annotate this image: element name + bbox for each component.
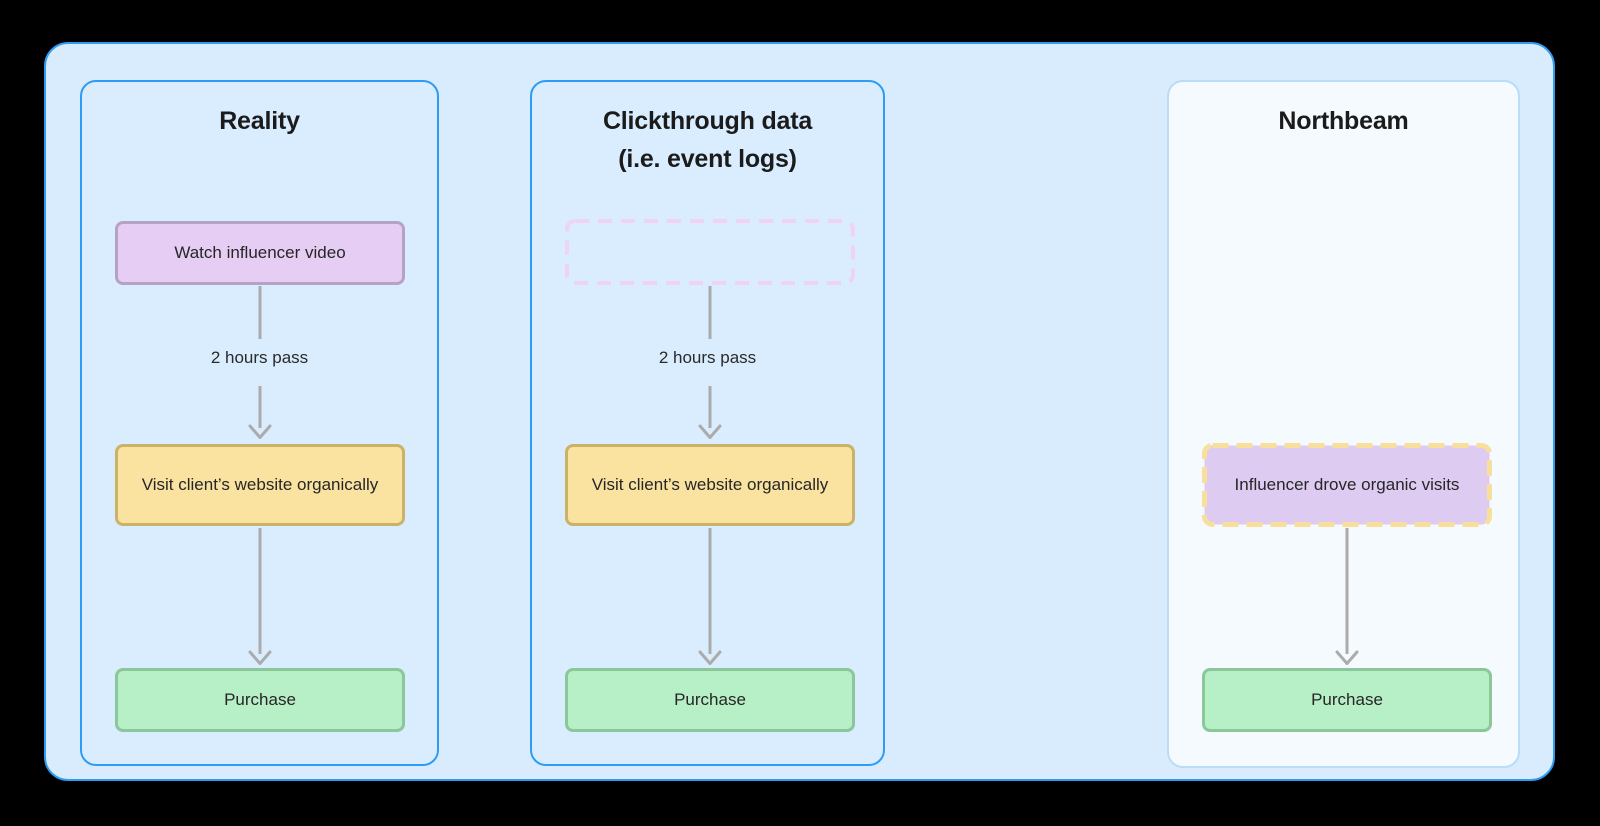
panel-reality-title: Reality xyxy=(219,107,300,135)
node-purchase: Purchase xyxy=(115,668,405,732)
panel-clickthrough-title: Clickthrough data (i.e. event logs) xyxy=(532,102,883,178)
panel-clickthrough-title-line1: Clickthrough data xyxy=(602,107,813,135)
panel-reality: Reality Watch influencer video 2 hours p… xyxy=(80,80,439,766)
flow-arrow-down-icon xyxy=(248,386,272,439)
node-purchase: Purchase xyxy=(1202,668,1492,732)
time-gap-label: 2 hours pass xyxy=(210,348,309,367)
panel-northbeam: Northbeam Influencer drove organic visit… xyxy=(1167,80,1520,768)
diagram-canvas: Reality Watch influencer video 2 hours p… xyxy=(44,42,1555,781)
node-purchase: Purchase xyxy=(565,668,855,732)
flow-arrow-down-icon xyxy=(698,528,722,665)
panel-clickthrough-data: Clickthrough data (i.e. event logs) 2 ho… xyxy=(530,80,885,766)
node-watch-influencer-video-label: Watch influencer video xyxy=(174,243,346,262)
flow-arrow-down-icon xyxy=(1335,528,1359,665)
node-purchase-label: Purchase xyxy=(224,690,296,709)
node-unlogged-event xyxy=(565,219,855,285)
flow-line xyxy=(708,286,712,339)
panel-northbeam-title: Northbeam xyxy=(1278,107,1409,135)
flow-arrow-down-icon xyxy=(248,528,272,665)
dashed-outline xyxy=(565,219,855,285)
time-gap-label: 2 hours pass xyxy=(658,348,757,367)
node-purchase-label: Purchase xyxy=(674,690,746,709)
node-influencer-drove-visits-label: Influencer drove organic visits xyxy=(1234,475,1460,494)
dashed-outline xyxy=(1202,443,1492,527)
flow-arrow-down-icon xyxy=(698,386,722,439)
node-influencer-drove-visits: Influencer drove organic visits xyxy=(1202,443,1492,527)
node-watch-influencer-video: Watch influencer video xyxy=(115,221,405,285)
node-visit-website-label: Visit client’s website organically xyxy=(141,475,379,494)
panel-clickthrough-title-line2: (i.e. event logs) xyxy=(618,145,797,173)
node-visit-website: Visit client’s website organically xyxy=(565,444,855,526)
node-visit-website-label: Visit client’s website organically xyxy=(591,475,829,494)
node-purchase-label: Purchase xyxy=(1311,690,1383,709)
flow-line xyxy=(258,286,262,339)
node-visit-website: Visit client’s website organically xyxy=(115,444,405,526)
